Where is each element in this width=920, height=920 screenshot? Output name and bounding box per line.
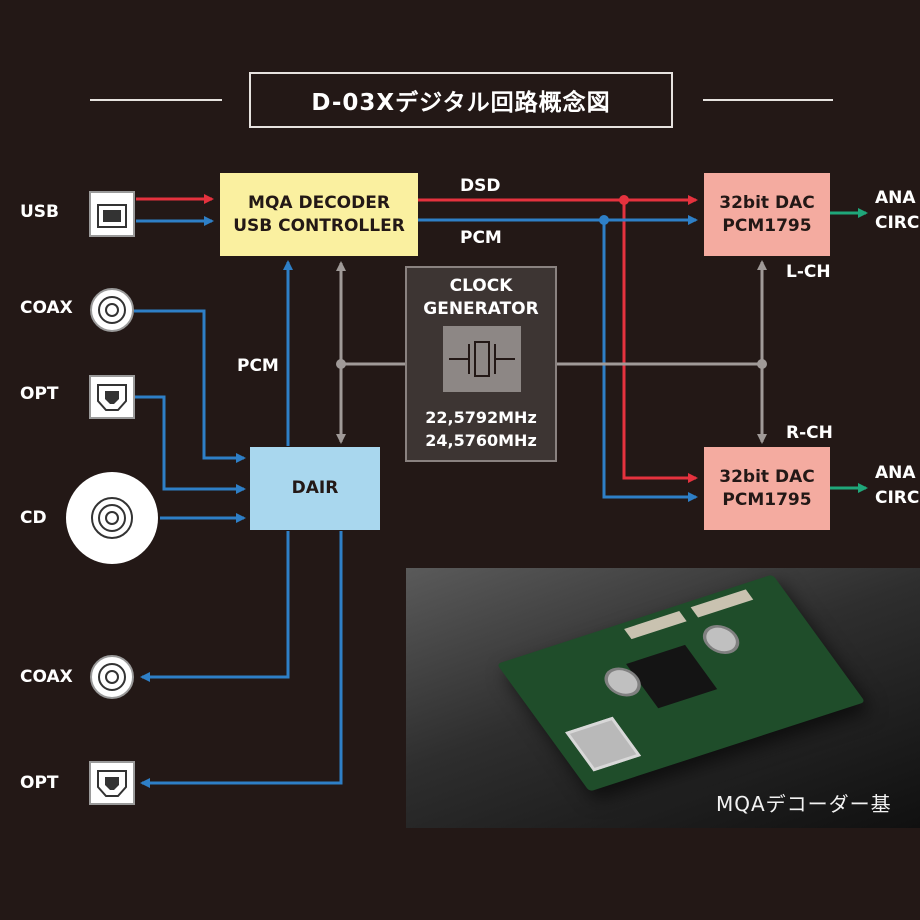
dsd-rch-line	[622, 200, 698, 483]
board-connector-2	[690, 589, 754, 618]
opt-in-label: OPT	[20, 384, 59, 404]
diagram-title: D-03Xデジタル回路概念図	[249, 72, 673, 128]
coax-out-label: COAX	[20, 667, 73, 687]
cd-disc-icon	[66, 472, 158, 564]
mqa-block-line1: MQA DECODER	[248, 192, 390, 213]
decoder-chip	[626, 644, 718, 709]
rch-label: R-CH	[786, 423, 833, 443]
title-rule-right	[703, 99, 833, 101]
clock-generator-block: CLOCK GENERATOR 22,5792MHz 24,5760MHz	[405, 266, 557, 462]
dair-block-label: DAIR	[291, 478, 339, 499]
opt-out-port-icon	[89, 761, 135, 805]
pcm-left-label: PCM	[237, 356, 279, 376]
analog-out-bottom-line2: CIRC	[875, 488, 920, 508]
pcm-junction	[599, 215, 609, 225]
clock-line1: CLOCK	[449, 276, 513, 296]
opt-in-line	[134, 395, 246, 494]
opt-in-port-icon	[89, 375, 135, 419]
dac-bottom-line1: 32bit DAC	[719, 466, 815, 487]
opt-out-line	[140, 531, 343, 788]
coax-out-line	[140, 531, 290, 682]
usb-label: USB	[20, 202, 60, 222]
dac-bottom-line2: PCM1795	[722, 489, 812, 510]
coax-out-jack-icon	[90, 655, 134, 699]
board-usb-port	[565, 716, 642, 772]
clock-frequency-1: 22,5792MHz	[425, 408, 537, 427]
title-rule-left	[90, 99, 222, 101]
mqa-block-line2: USB CONTROLLER	[233, 215, 405, 236]
clock-frequency-2: 24,5760MHz	[425, 431, 537, 450]
board-capacitor-2	[695, 620, 747, 659]
circuit-board-image	[496, 574, 866, 792]
coax-in-line	[134, 309, 246, 463]
dac-top-line1: 32bit DAC	[719, 192, 815, 213]
diagram-title-text: D-03Xデジタル回路概念図	[311, 90, 611, 116]
analog-out-top-line2: CIRC	[875, 213, 920, 233]
dac-bottom-block: 32bit DAC PCM1795	[704, 447, 830, 530]
dsd-junction	[619, 195, 629, 205]
crystal-oscillator-icon	[443, 326, 521, 392]
cd-label: CD	[20, 508, 47, 528]
dair-block: DAIR	[250, 447, 380, 530]
pcm-rch-line	[602, 220, 698, 502]
analog-out-top-line1: ANA	[875, 188, 916, 208]
mqa-decoder-block: MQA DECODER USB CONTROLLER	[220, 173, 418, 256]
coax-in-jack-icon	[90, 288, 134, 332]
photo-caption: MQAデコーダー基	[716, 792, 892, 816]
dac-top-line2: PCM1795	[722, 215, 812, 236]
board-connector-1	[624, 611, 687, 640]
mqa-board-photo: MQAデコーダー基	[406, 568, 920, 828]
clock-line2: GENERATOR	[423, 299, 539, 319]
dac-top-block: 32bit DAC PCM1795	[704, 173, 830, 256]
lch-label: L-CH	[786, 262, 831, 282]
analog-out-bottom-line1: ANA	[875, 463, 916, 483]
pcm-top-label: PCM	[460, 228, 502, 248]
dsd-label: DSD	[460, 176, 501, 196]
usb-port-icon	[89, 191, 135, 237]
coax-in-label: COAX	[20, 298, 73, 318]
clock-junction-left	[336, 359, 346, 369]
opt-out-label: OPT	[20, 773, 59, 793]
clock-junction-right	[757, 359, 767, 369]
